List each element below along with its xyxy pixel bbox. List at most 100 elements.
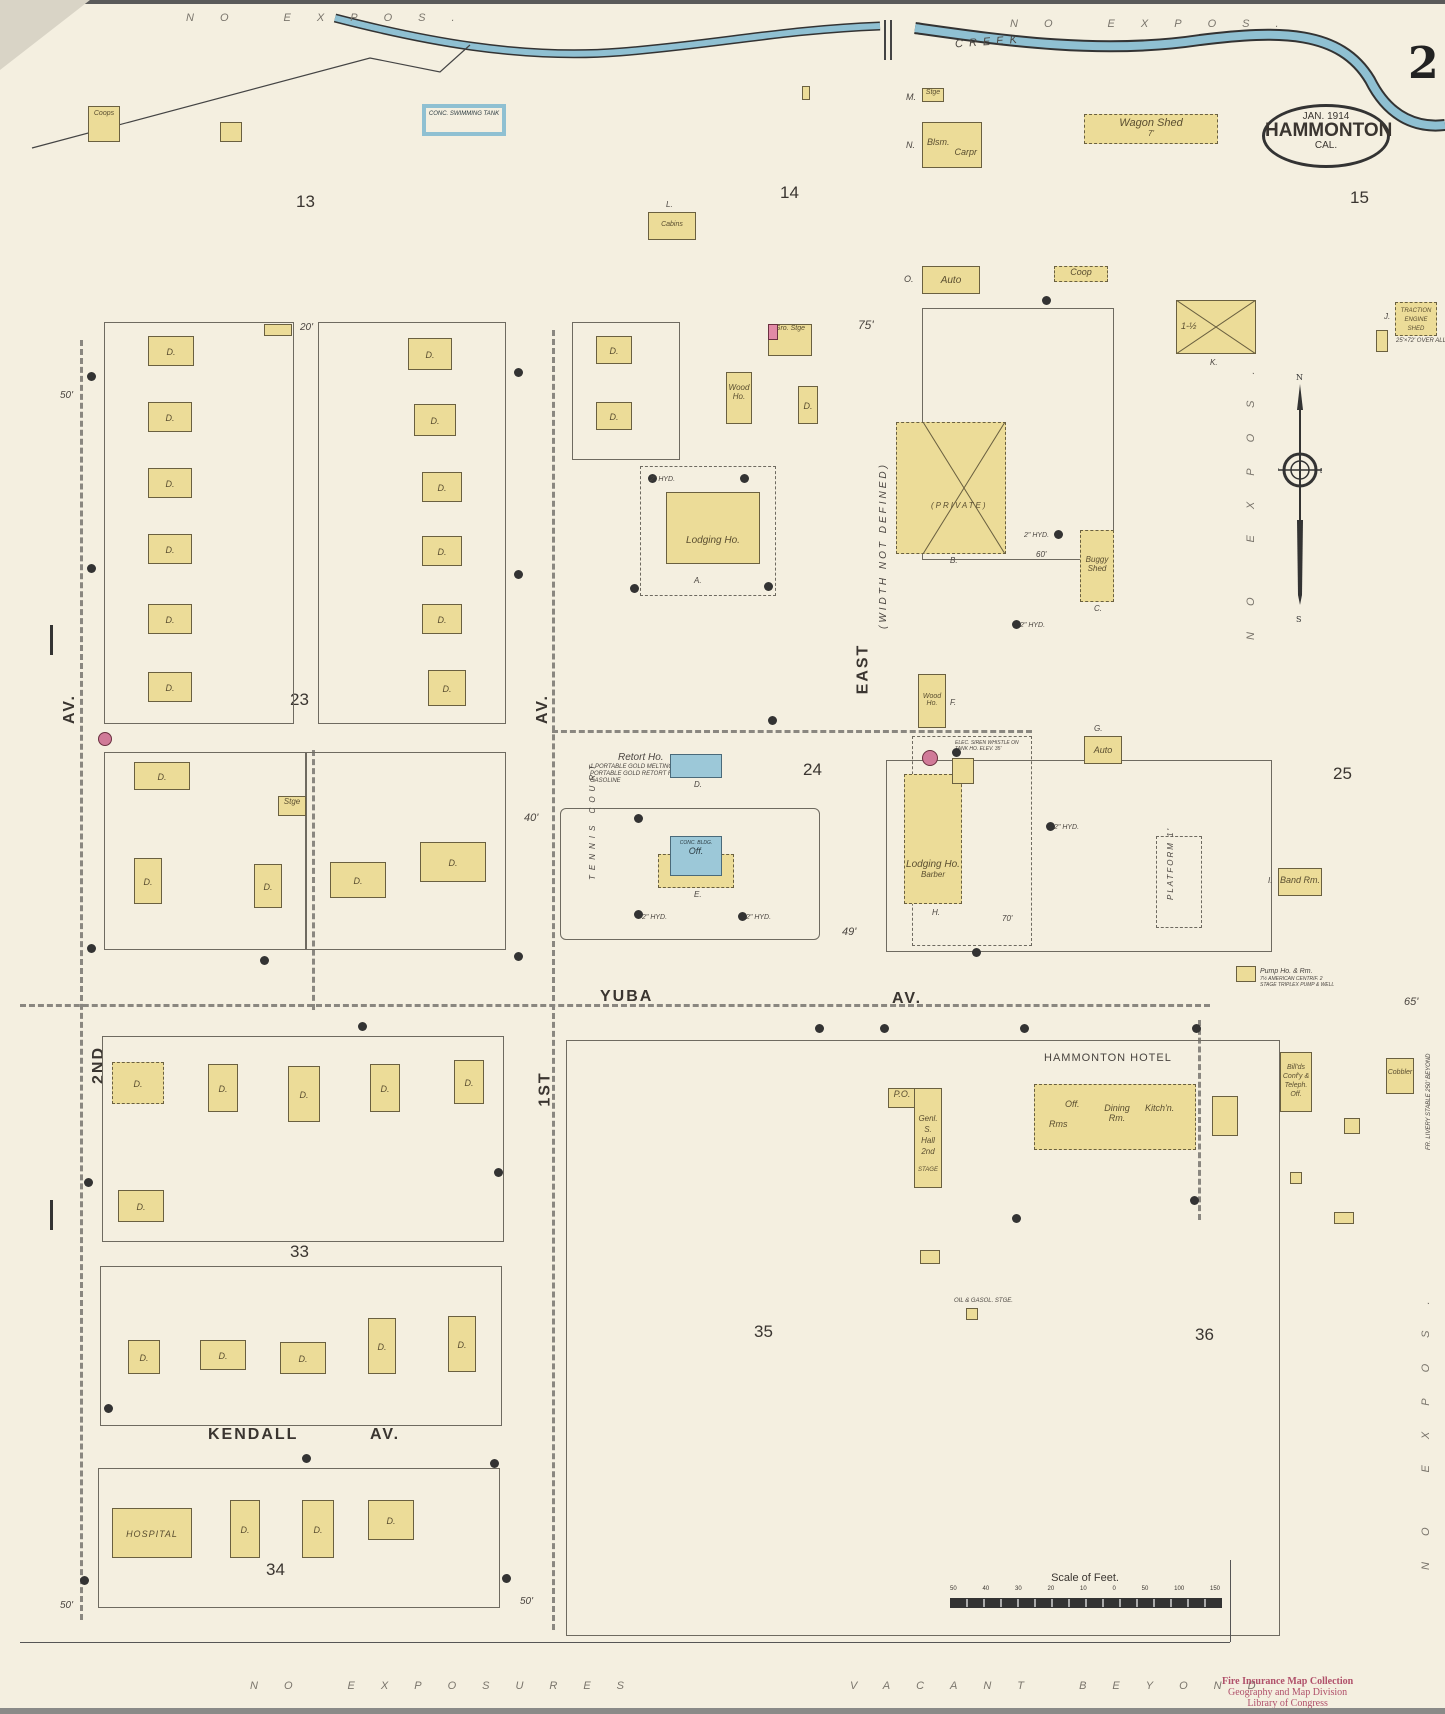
hydrant-icon bbox=[302, 1454, 311, 1463]
dwelling: D. bbox=[798, 386, 818, 424]
hydrant-icon bbox=[1012, 620, 1021, 629]
hydrant-icon bbox=[1012, 1214, 1021, 1223]
dimension-label: 70' bbox=[1002, 914, 1013, 923]
dwelling-label: D. bbox=[609, 346, 619, 356]
scale-graphic bbox=[950, 1598, 1222, 1608]
dwelling: D. bbox=[448, 1316, 476, 1372]
lodging-h-label: Lodging Ho. bbox=[906, 859, 960, 870]
dwelling-label: D. bbox=[263, 882, 273, 892]
scale-tick: 50 bbox=[1141, 1586, 1149, 1592]
hydrant-label: 2" HYD. bbox=[1024, 532, 1050, 539]
tennis-court-outline bbox=[560, 808, 820, 940]
hydrant-label: 2" HYD. bbox=[650, 476, 676, 483]
retort-house-label: Retort Ho. bbox=[618, 752, 664, 763]
street-marker bbox=[50, 625, 53, 655]
auto-garage-g: Auto bbox=[1084, 736, 1122, 764]
dwelling: D. bbox=[368, 1500, 414, 1540]
dimension-label: 49' bbox=[842, 926, 857, 938]
retort-note: 1 PORTABLE GOLD MELTING FURN. & 1 PORTAB… bbox=[590, 764, 704, 784]
block-23-south-lots bbox=[104, 752, 306, 950]
dwelling-label: D. bbox=[298, 1354, 308, 1364]
dwelling: D. bbox=[414, 404, 456, 436]
coops-label: Coops bbox=[93, 110, 115, 117]
dwelling-label: D. bbox=[133, 1079, 143, 1089]
dwelling-label: D. bbox=[377, 1342, 387, 1352]
small-building bbox=[920, 1250, 940, 1264]
exposure-bottom-left: NO EXPOSURES bbox=[250, 1680, 651, 1692]
wood-house-f: Wood Ho. bbox=[918, 674, 946, 728]
street-first-av: AV. bbox=[534, 693, 552, 725]
top-edge bbox=[0, 0, 1445, 4]
hydrant-icon bbox=[738, 912, 747, 921]
dwelling: D. bbox=[134, 858, 162, 904]
wagon-shed-height: 7' bbox=[1148, 129, 1154, 138]
block-35: 35 bbox=[754, 1322, 773, 1341]
sheet-number: 2 bbox=[1408, 38, 1439, 89]
map-border bbox=[1230, 1560, 1231, 1642]
billiards-confectionery: Bill'ds Conf'y & Teleph. Off. bbox=[1280, 1052, 1312, 1112]
small-building bbox=[1334, 1212, 1354, 1224]
hotel-name: HAMMONTON HOTEL bbox=[1044, 1052, 1172, 1064]
l-cabins: Cabins bbox=[648, 212, 696, 240]
stage-label: STAGE bbox=[918, 1167, 938, 1173]
dwelling: D. bbox=[422, 604, 462, 634]
street-kendall-av: AV. bbox=[370, 1426, 401, 1443]
hydrant-icon bbox=[1046, 822, 1055, 831]
tennis-court-label: TENNIS COURT bbox=[588, 760, 597, 880]
hospital-label: HOSPITAL bbox=[126, 1529, 178, 1539]
n-label: N. bbox=[906, 140, 915, 150]
dwelling-label: D. bbox=[442, 684, 452, 694]
hydrant-icon bbox=[630, 584, 639, 593]
coal-shed bbox=[264, 324, 292, 336]
exposure-right-lower: NO EXPOS. bbox=[1420, 1275, 1432, 1570]
dimension-label: 50' bbox=[520, 1596, 534, 1607]
general-store-hall: Genl. S. Hall 2nd STAGE bbox=[914, 1088, 942, 1188]
storage-label: Stge bbox=[283, 797, 301, 806]
dwelling-label: D. bbox=[165, 683, 175, 693]
j-label: J. bbox=[1384, 312, 1391, 321]
scale-tick: 100 bbox=[1174, 1586, 1185, 1592]
water-main bbox=[80, 340, 83, 1620]
storage-47: Stge bbox=[278, 796, 306, 816]
hydrant-icon bbox=[87, 564, 96, 573]
dimension-label: 40' bbox=[524, 812, 539, 824]
hydrant-icon bbox=[260, 956, 269, 965]
wood-house-f-label: Wood Ho. bbox=[922, 693, 942, 707]
title-state: CAL. bbox=[1314, 140, 1338, 151]
dwelling: D. bbox=[148, 604, 192, 634]
dining-room-label: Dining Rm. bbox=[1104, 1103, 1130, 1123]
hydrant-icon bbox=[764, 582, 773, 591]
dwelling: D. bbox=[422, 536, 462, 566]
map-border bbox=[20, 1642, 1230, 1643]
lodging-lot bbox=[640, 466, 776, 596]
block-23: 23 bbox=[290, 690, 309, 709]
e-label: E. bbox=[694, 890, 702, 899]
hammonton-hotel: Off. Rms Dining Rm. Kitch'n. bbox=[1034, 1084, 1196, 1150]
scale-title: Scale of Feet. bbox=[1051, 1572, 1119, 1584]
dwelling-label: D. bbox=[353, 876, 363, 886]
dimension-label: 75' bbox=[858, 318, 874, 332]
dwelling-label: D. bbox=[165, 545, 175, 555]
dwelling-label: D. bbox=[425, 350, 435, 360]
g-label: G. bbox=[1094, 724, 1103, 733]
platform-label: PLATFORM 1' bbox=[1166, 826, 1175, 900]
off-label: Off. bbox=[688, 846, 704, 856]
title-cartouche: JAN. 1914 HAMMONTON CAL. bbox=[1262, 104, 1393, 168]
dwelling: D. bbox=[370, 1064, 400, 1112]
dwelling: D. bbox=[148, 534, 192, 564]
block-25-lot bbox=[886, 760, 1272, 952]
coop-label: Coop bbox=[1070, 267, 1092, 277]
d-label: D. bbox=[694, 780, 702, 789]
dwelling: D. bbox=[134, 762, 190, 790]
private-building-b: (PRIVATE) bbox=[896, 422, 1006, 554]
title-town: HAMMONTON bbox=[1265, 120, 1393, 141]
block-23-south-lots bbox=[306, 752, 506, 950]
dwelling: D. bbox=[428, 670, 466, 706]
street-kendall: KENDALL bbox=[208, 1426, 299, 1443]
barber-label: Barber bbox=[920, 870, 945, 879]
street-yuba-av: AV. bbox=[892, 990, 923, 1007]
hydrant-icon bbox=[1054, 530, 1063, 539]
dwelling-label: D. bbox=[218, 1351, 228, 1361]
k-label: K. bbox=[1210, 358, 1218, 367]
dwelling: D. bbox=[148, 402, 192, 432]
